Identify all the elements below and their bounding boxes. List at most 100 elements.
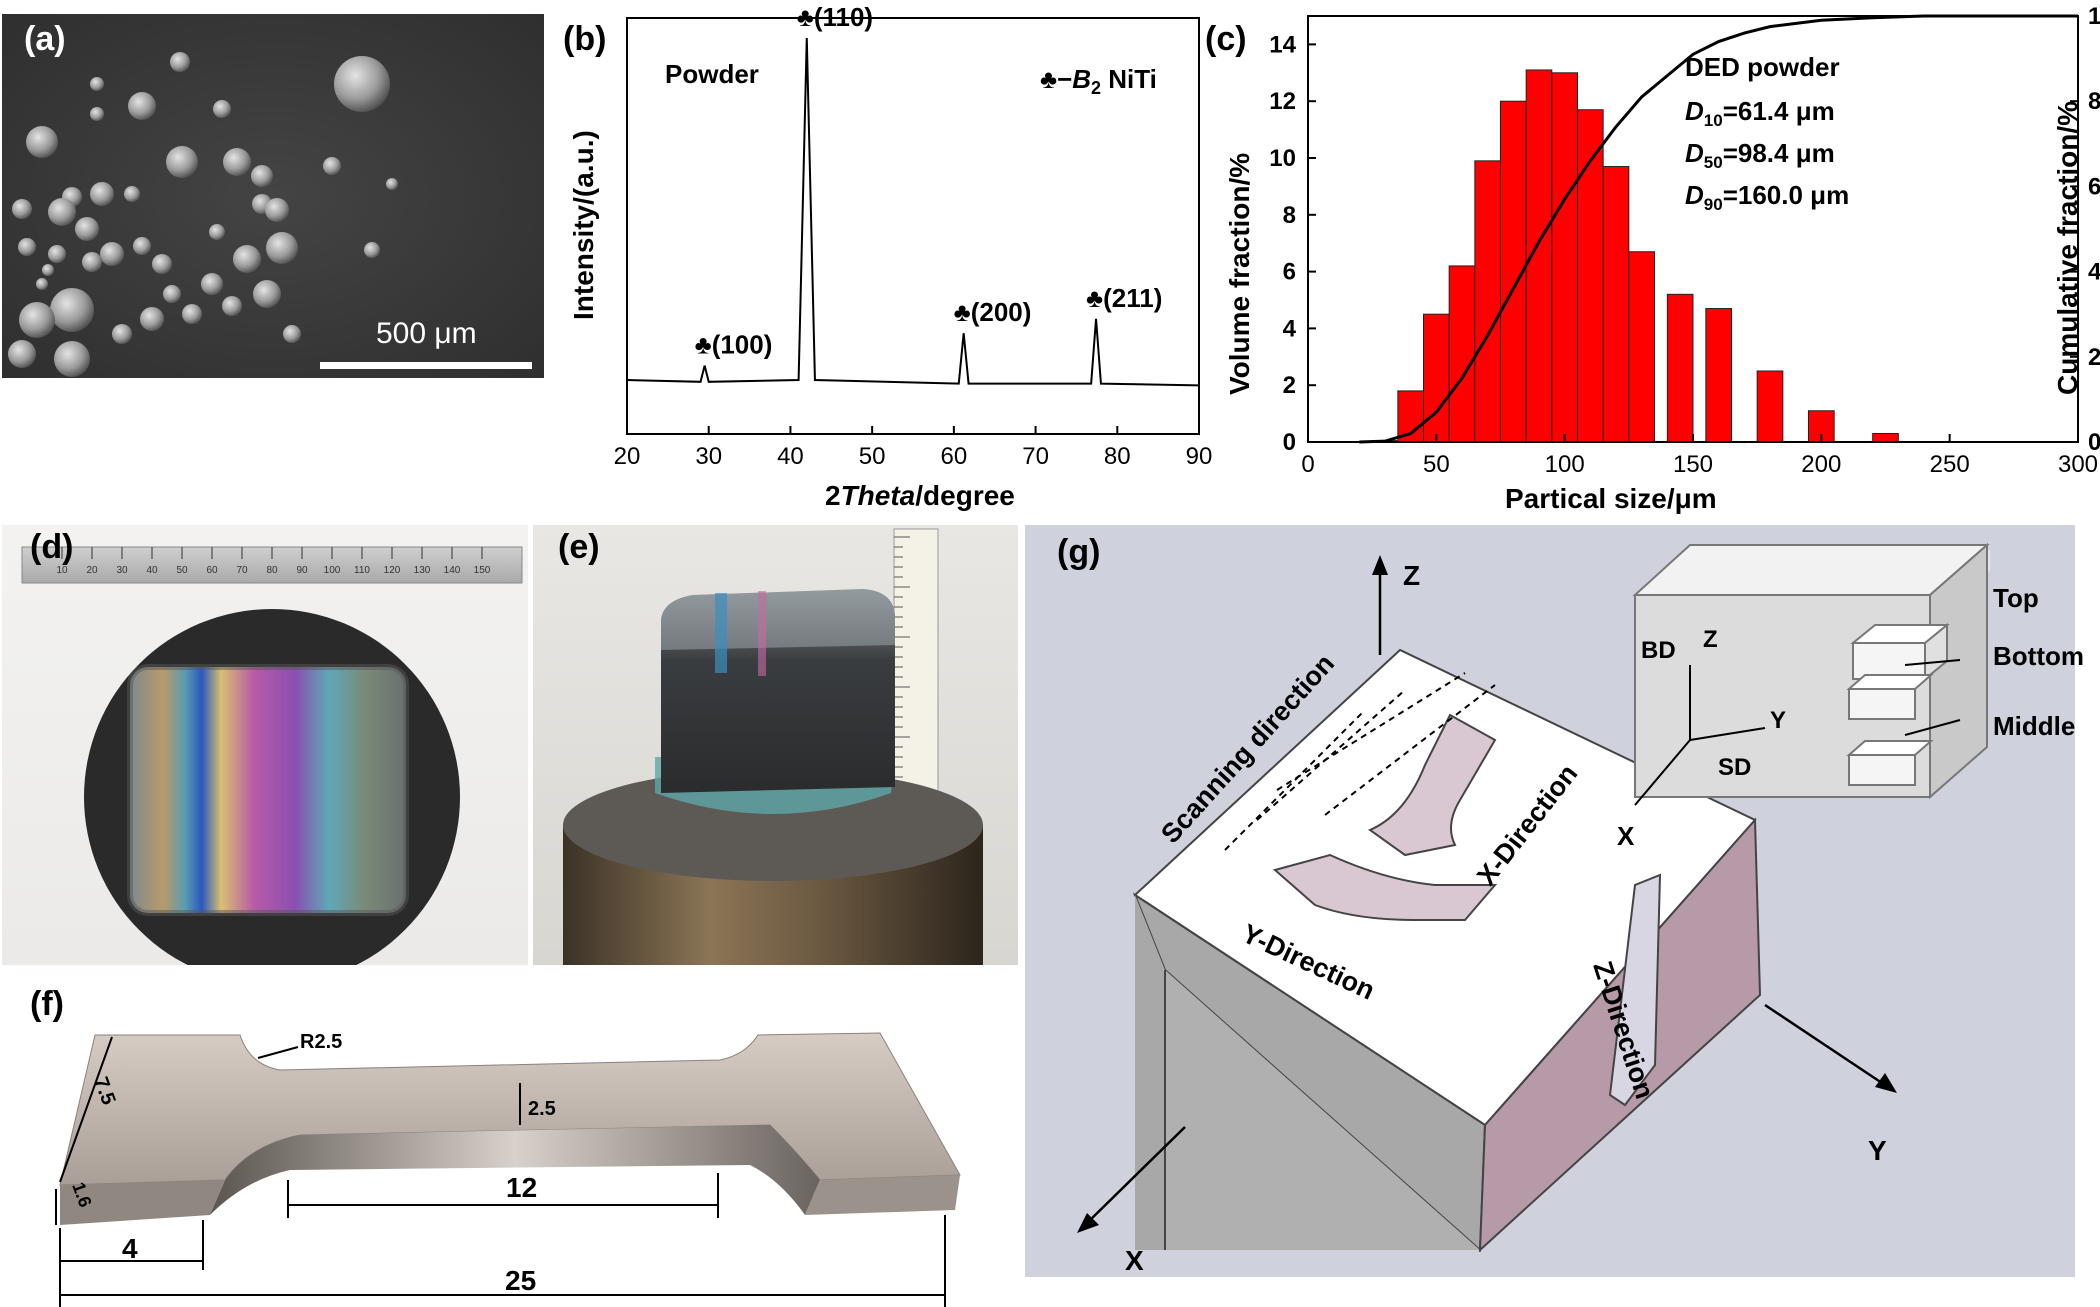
psd-ytick-label-right: 40 [2088,259,2100,286]
powder-particle [90,107,104,121]
powder-particle [253,280,281,308]
inset-bottom-label: Bottom [1993,641,2084,671]
ruler-tick-label: 130 [414,565,431,576]
psd-ytick-label-right: 0 [2088,429,2100,456]
ruler-tick-label: 60 [206,565,218,576]
powder-particle [12,199,32,219]
panel-label-b: (b) [563,20,606,58]
panel-label-e: (e) [558,528,600,566]
psd-ytick-label-left: 6 [1283,259,1296,286]
powder-particle [213,100,231,118]
scalebar-label: 500 μm [376,317,477,350]
xrd-xtick-label: 40 [777,443,804,470]
inset-y: Y [1770,707,1786,734]
powder-particle [170,52,190,72]
ruler-tick-label: 80 [266,565,278,576]
powder-particle [323,157,341,175]
powder-particle [222,296,242,316]
powder-particle [140,307,164,331]
ruler-tick-label: 140 [444,565,461,576]
dim-radius: R2.5 [300,1031,342,1053]
ruler-tick-label: 150 [474,565,491,576]
powder-particle [75,217,99,241]
psd-xtick-label: 0 [1301,451,1314,478]
inset-bd: BD [1641,637,1676,664]
xrd-xtick-label: 70 [1022,443,1049,470]
inset-block-side [1929,542,1988,800]
psd-ytick-label-left: 10 [1269,145,1296,172]
xrd-xtick-label: 60 [941,443,968,470]
psd-ytick-label-right: 20 [2088,344,2100,371]
slot-x-direction [1367,713,1497,857]
powder-particle [152,254,172,274]
psd-ytick-label-left: 12 [1269,88,1296,115]
psd-cumulative-line [1359,14,2078,444]
xrd-xtick-label: 80 [1104,443,1131,470]
sem-image [2,14,544,378]
powder-particle [19,302,55,338]
psd-xtick-label: 150 [1673,451,1713,478]
powder-particle [266,232,298,264]
vertical-ruler [893,528,939,792]
powder-particle [163,285,181,303]
xrd-xtick-label: 50 [859,443,886,470]
psd-bar [1628,251,1656,443]
inset-sd: SD [1718,754,1751,781]
photo-side-view [533,525,1018,965]
axis-x: X [1125,1245,1144,1276]
xrd-xtick-label: 90 [1186,443,1213,470]
psd-title: DED powder [1685,52,1840,82]
psd-xtick-label: 100 [1545,451,1585,478]
xrd-series-line [626,37,1200,387]
psd-ytick-label-left: 4 [1283,315,1297,342]
psd-bar [1423,313,1450,443]
powder-particle [233,245,261,273]
psd-ylabel-left: Volume fraction/% [1224,153,1255,395]
psd-ytick-label-right: 100 [2088,3,2100,30]
psd-bar [1551,72,1579,443]
powder-particle [364,242,380,258]
inset-z: Z [1703,626,1718,653]
scalebar-line [320,362,532,369]
xrd-peak-label: ♣(100) [695,330,773,360]
schematic-diagram: (g) Z X Y Scanning direction X-Direction… [1025,525,2084,1277]
xrd-xtick-label: 30 [695,443,722,470]
ruler-tick-label: 50 [176,565,188,576]
panel-label-c: (c) [1205,20,1247,58]
psd-xlabel: Partical size/μm [1505,483,1717,514]
inset-samples [1846,622,1950,786]
psd-bar [1705,308,1733,443]
specimen-drawing: (f) R2.5 7.5 1.6 2.5 4 12 25 [30,985,961,1307]
psd-bar [1872,432,1899,443]
psd-ytick-label-left: 0 [1283,429,1296,456]
powder-particle [265,198,289,222]
xrd-xlabel: 2Theta/degree [825,480,1015,511]
psd-ytick-label-right: 60 [2088,173,2100,200]
psd-xtick-label: 300 [2058,451,2098,478]
psd-d50: D50=98.4 μm [1685,138,1835,172]
powder-particle [334,56,390,112]
xrd-axes-frame [626,17,1200,435]
powder-particle [42,264,54,276]
panel-label-f: (f) [30,985,64,1023]
powder-particle [112,324,132,344]
powder-particle [26,126,58,158]
slot-y-direction [1272,853,1498,921]
xrd-ylabel: Intensity/(a.u.) [568,130,599,320]
slot-z-direction [1608,873,1662,1107]
powder-particle [90,182,114,206]
psd-ylabel-right: Cumulative fraction/% [2052,101,2083,395]
powder-particle [90,77,104,91]
ruler-tick-label: 70 [236,565,248,576]
psd-ytick-label-left: 2 [1283,372,1296,399]
psd-bar [1756,370,1784,443]
powder-particle [54,341,90,377]
powder-particle [283,325,301,343]
psd-chart: (c) 050100150200250300024681012140204060… [1205,3,2100,514]
psd-ytick-label-right: 80 [2088,88,2100,115]
ruler-tick-label: 90 [296,565,308,576]
ruler-tick-label: 30 [116,565,128,576]
ruler-tick-label: 120 [384,565,401,576]
psd-xtick-label: 200 [1801,451,1841,478]
